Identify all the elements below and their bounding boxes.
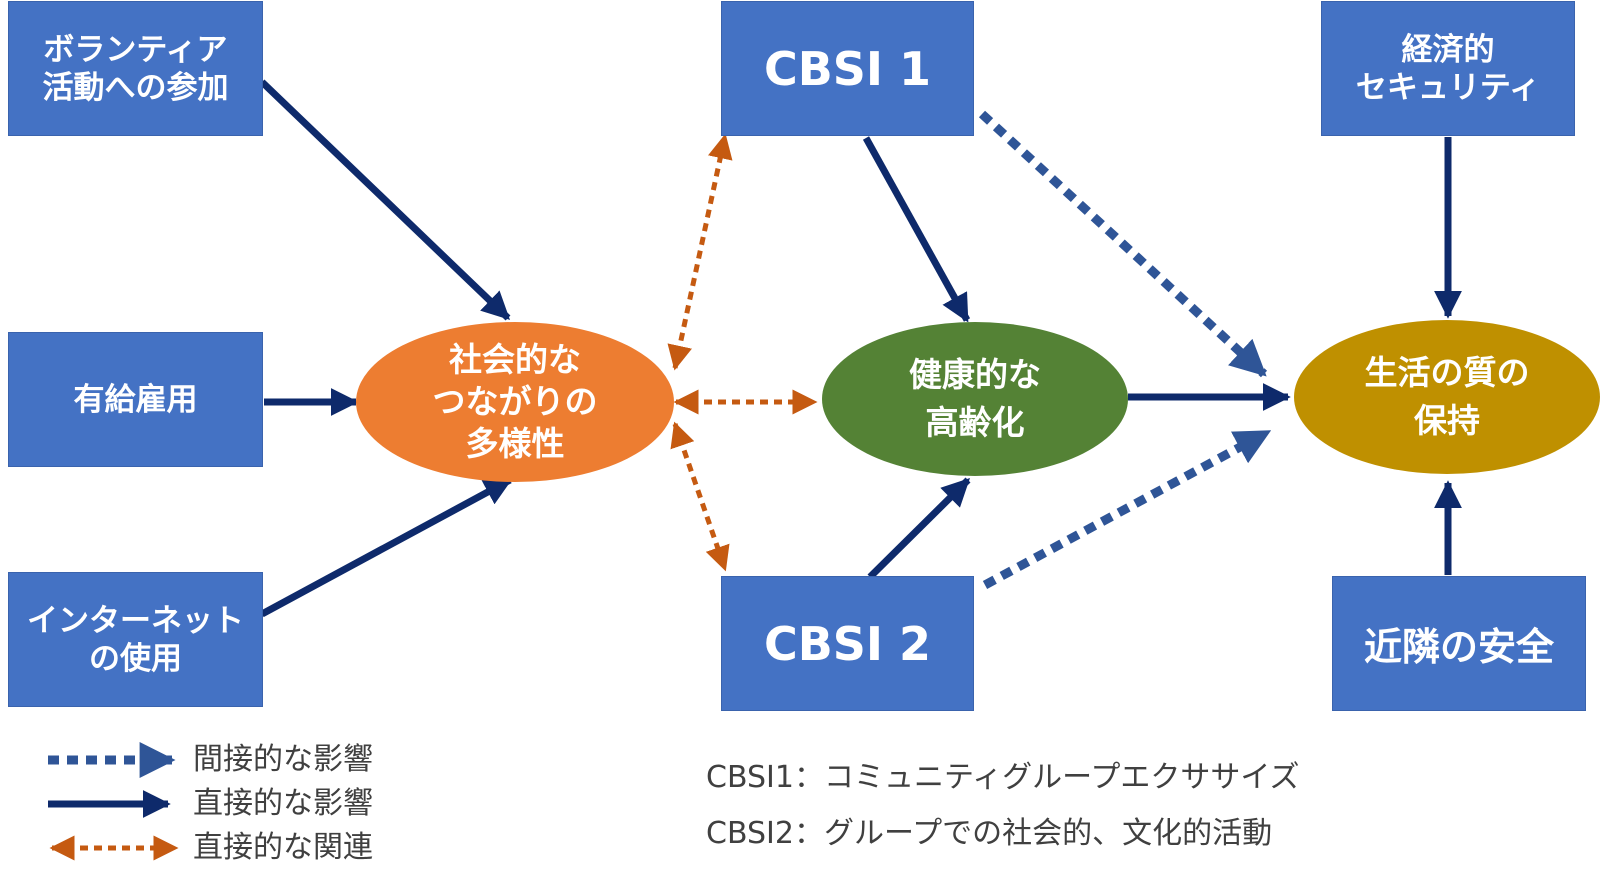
box-neighborhood-safety: 近隣の安全 xyxy=(1332,576,1586,711)
arrow-cbsi2-to-quality-indirect xyxy=(982,428,1272,589)
box-internet: インターネット の使用 xyxy=(8,572,263,707)
box-paid-employment: 有給雇用 xyxy=(8,332,263,467)
ellipse-social-diversity: 社会的な つながりの 多様性 xyxy=(356,322,674,482)
arrow-cbsi2-to-healthy xyxy=(867,477,971,580)
association-arrows xyxy=(667,133,818,572)
note-cbsi1: CBSI1：コミュニティグループエクササイズ xyxy=(706,760,1300,795)
ellipse-healthy-aging: 健康的な 高齢化 xyxy=(822,322,1128,476)
legend-symbols xyxy=(48,742,179,861)
note-cbsi2: CBSI2：グループでの社会的、文化的活動 xyxy=(706,816,1273,851)
direct-arrows xyxy=(259,79,1462,618)
arrow-cbsi1-to-quality-indirect xyxy=(978,110,1268,378)
arrow-internet-to-social xyxy=(260,476,513,618)
legend-indirect-label: 間接的な影響 xyxy=(193,742,373,777)
box-economic-security: 経済的 セキュリティ xyxy=(1321,1,1575,136)
assoc-social-cbsi2 xyxy=(670,421,730,572)
box-cbsi2: CBSI 2 xyxy=(721,576,974,711)
assoc-social-cbsi1 xyxy=(667,133,733,371)
arrow-cbsi1-to-healthy xyxy=(862,136,971,323)
arrow-volunteer-to-social xyxy=(259,79,511,321)
legend-direct-label: 直接的な影響 xyxy=(193,786,373,821)
box-cbsi1: CBSI 1 xyxy=(721,1,974,136)
legend-association-label: 直接的な関連 xyxy=(193,830,373,865)
ellipse-quality-of-life: 生活の質の 保持 xyxy=(1294,320,1600,474)
indirect-arrows xyxy=(978,110,1272,589)
box-volunteer: ボランティア 活動への参加 xyxy=(8,1,263,136)
